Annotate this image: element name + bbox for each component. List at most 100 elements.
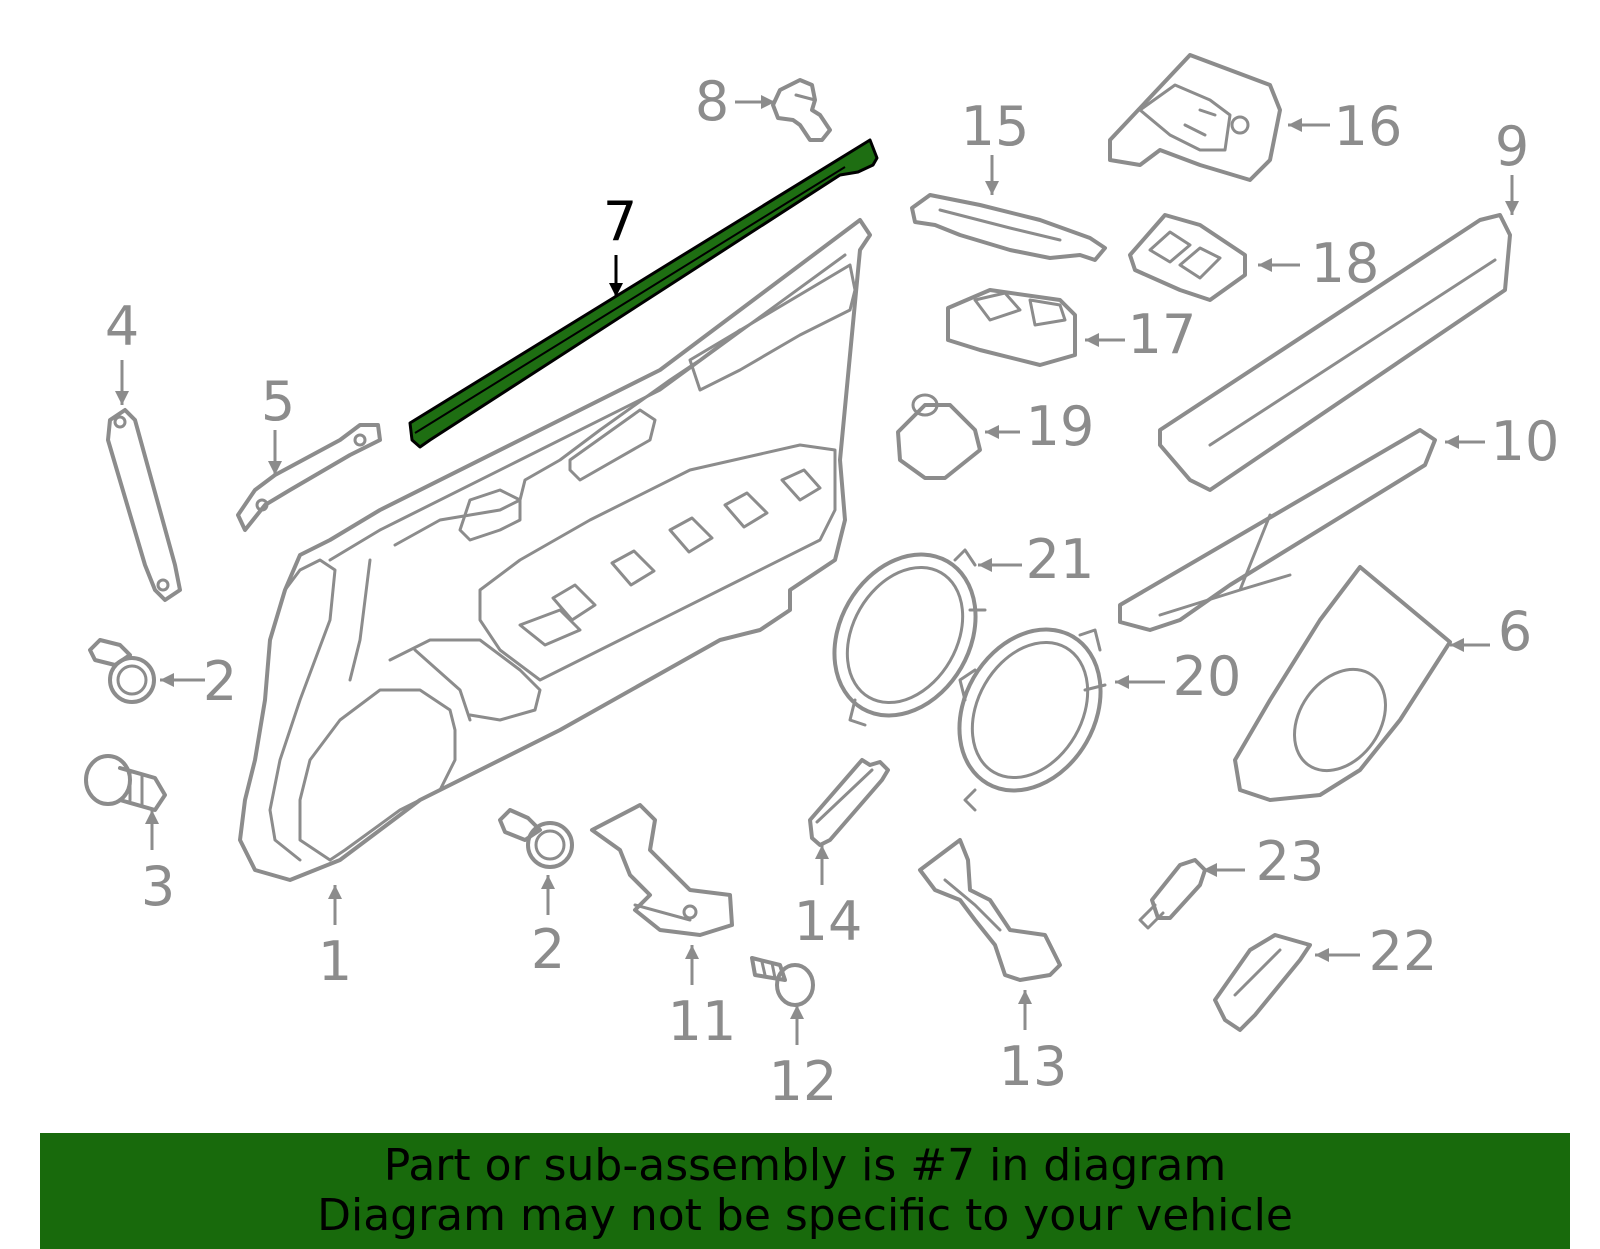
callout-number-21: 21 [1026, 528, 1095, 591]
part-8-bolt [771, 78, 832, 142]
callout-arrowhead-14 [815, 845, 829, 859]
callout-arrowhead-9 [1505, 201, 1519, 215]
banner-line-1: Part or sub-assembly is #7 in diagram [383, 1140, 1227, 1191]
part-9-armrest-trim [1158, 213, 1512, 492]
callout-number-14: 14 [794, 890, 863, 953]
part-22-clip [1213, 933, 1312, 1032]
callout-number-1: 1 [318, 930, 352, 993]
callout-arrowhead-2 [160, 673, 174, 687]
callout-arrowhead-15 [985, 181, 999, 195]
callout-22: 22 [1315, 920, 1437, 983]
callout-18: 18 [1258, 232, 1379, 295]
info-banner: Part or sub-assembly is #7 in diagram Di… [40, 1133, 1570, 1249]
callout-1: 1 [318, 885, 352, 993]
part-20-speaker-bracket [957, 627, 1107, 812]
callout-21: 21 [978, 528, 1094, 591]
callout-23: 23 [1203, 830, 1324, 893]
callout-arrowhead-2 [541, 875, 555, 889]
callout-number-12: 12 [769, 1050, 838, 1113]
part-10-lower-trim [1118, 428, 1437, 632]
callout-number-7: 7 [603, 190, 637, 253]
callout-arrowhead-19 [985, 425, 999, 439]
callout-arrowhead-1 [328, 885, 342, 899]
part-6-speaker-cover [1233, 565, 1452, 802]
part-16-switch-bezel [1108, 53, 1282, 182]
part-14-pin [808, 758, 890, 847]
callout-13: 13 [999, 990, 1068, 1098]
callout-arrowhead-18 [1258, 258, 1272, 272]
callout-2: 2 [531, 875, 565, 981]
callout-number-15: 15 [961, 95, 1030, 158]
callout-number-9: 9 [1495, 115, 1529, 178]
callout-arrowhead-5 [268, 461, 282, 475]
callout-9: 9 [1495, 115, 1529, 215]
callout-arrowhead-23 [1203, 863, 1217, 877]
callout-number-5: 5 [261, 370, 295, 433]
callout-8: 8 [695, 70, 775, 133]
callout-3: 3 [141, 810, 175, 918]
callout-arrowhead-12 [790, 1005, 804, 1019]
callout-11: 11 [668, 945, 737, 1053]
callout-number-22: 22 [1369, 920, 1438, 983]
callout-number-13: 13 [999, 1035, 1068, 1098]
part-2-clip-left [88, 638, 156, 704]
callout-arrowhead-21 [978, 558, 992, 572]
part-15-bracket [910, 193, 1107, 262]
callout-19: 19 [985, 395, 1094, 458]
callout-10: 10 [1445, 410, 1559, 473]
callout-number-10: 10 [1491, 410, 1560, 473]
callout-number-20: 20 [1173, 645, 1242, 708]
callout-arrowhead-22 [1315, 948, 1329, 962]
callout-arrowhead-8 [761, 95, 775, 109]
callout-arrowhead-17 [1085, 333, 1099, 347]
part-17-switch [946, 288, 1077, 367]
part-18-switch [1128, 213, 1247, 302]
callout-number-6: 6 [1498, 600, 1532, 663]
callout-12: 12 [769, 1005, 838, 1113]
callout-arrowhead-16 [1288, 118, 1302, 132]
callout-17: 17 [1085, 303, 1196, 366]
part-19-switch [896, 393, 982, 480]
part-3-push-clip [84, 754, 167, 812]
part-2-clip-bottom [498, 808, 574, 869]
callout-20: 20 [1115, 645, 1241, 708]
part-1-door-trim-panel [238, 218, 872, 882]
callout-number-19: 19 [1026, 395, 1095, 458]
callout-16: 16 [1288, 95, 1402, 158]
callout-number-3: 3 [141, 855, 175, 918]
callout-arrowhead-6 [1450, 638, 1464, 652]
callout-arrowhead-11 [685, 945, 699, 959]
part-23-bulb [1138, 858, 1207, 930]
callout-2: 2 [160, 650, 237, 713]
callout-4: 4 [105, 295, 139, 405]
callout-arrowhead-4 [115, 391, 129, 405]
callout-arrowhead-10 [1445, 435, 1459, 449]
part-5-bracket [236, 423, 382, 532]
callout-number-17: 17 [1128, 303, 1197, 366]
callout-14: 14 [794, 845, 863, 953]
part-4-bracket [106, 408, 182, 602]
callout-15: 15 [961, 95, 1030, 195]
part-21-speaker-bracket [832, 548, 987, 727]
callout-number-18: 18 [1311, 232, 1380, 295]
callout-7: 7 [603, 190, 637, 297]
callout-number-2: 2 [531, 918, 565, 981]
callout-arrowhead-7 [609, 283, 623, 297]
callout-arrowhead-20 [1115, 675, 1129, 689]
part-13-bracket [918, 838, 1062, 982]
part-7-belt-molding-highlighted [408, 138, 879, 449]
callout-number-4: 4 [105, 295, 139, 358]
callout-5: 5 [261, 370, 295, 475]
callout-number-16: 16 [1334, 95, 1403, 158]
callout-number-8: 8 [695, 70, 729, 133]
callout-number-11: 11 [668, 990, 737, 1053]
part-12-screw [750, 956, 815, 1007]
callout-arrowhead-13 [1018, 990, 1032, 1004]
callout-arrowhead-3 [145, 810, 159, 824]
callout-6: 6 [1450, 600, 1532, 663]
part-11-bracket [590, 803, 734, 937]
callout-number-2: 2 [203, 650, 237, 713]
banner-line-2: Diagram may not be specific to your vehi… [317, 1190, 1293, 1241]
